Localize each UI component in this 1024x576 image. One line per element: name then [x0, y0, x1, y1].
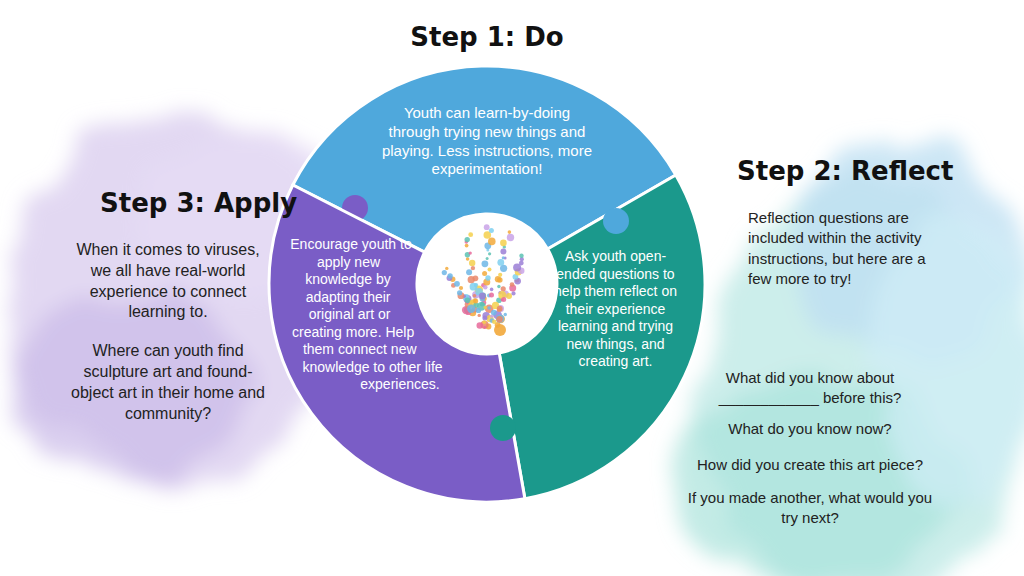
paint-dot	[490, 315, 493, 318]
paint-dot	[482, 316, 487, 321]
paint-dot	[473, 275, 479, 281]
paint-dot	[454, 281, 460, 287]
paint-dot	[496, 316, 503, 323]
paint-dot	[500, 240, 507, 247]
step-heading: Step 3: Apply	[100, 188, 300, 219]
paint-dot	[498, 273, 502, 277]
paint-dot	[470, 283, 478, 291]
paint-dot	[497, 306, 503, 312]
paint-dot	[497, 285, 500, 288]
paint-dot	[465, 298, 471, 304]
paint-dot	[519, 261, 524, 266]
hub-circle	[421, 218, 553, 350]
paint-dot	[495, 276, 501, 282]
paint-dot	[490, 288, 494, 292]
paint-dot	[484, 224, 490, 230]
paint-dot	[497, 315, 505, 323]
paint-dot	[469, 260, 475, 266]
paint-dot	[466, 269, 472, 275]
paint-dot	[489, 293, 494, 298]
reflection-question: If you made another, what would you try …	[680, 488, 940, 527]
paint-dot	[488, 238, 496, 246]
paint-dot	[459, 286, 463, 290]
paint-dot	[483, 326, 486, 329]
paint-dot	[480, 292, 486, 298]
paint-dot	[476, 308, 481, 313]
paint-dot	[519, 254, 523, 258]
wrap-float	[360, 236, 510, 376]
paint-dot	[501, 286, 506, 291]
paint-dot	[473, 294, 477, 298]
watercolor-panel: Step 2: ReflectReflection questions are …	[670, 90, 1024, 576]
paint-dot	[507, 234, 514, 241]
paint-dot	[457, 290, 462, 295]
splash-text: Where can youth find sculpture art and f…	[68, 341, 268, 424]
segment-text: Youth can learn-by-doing through trying …	[377, 104, 597, 179]
paint-dot	[478, 314, 481, 317]
splash-text: Reflection questions are included within…	[748, 208, 953, 289]
paint-dot	[511, 291, 515, 295]
paint-dot	[465, 237, 470, 242]
paint-dot	[479, 293, 486, 300]
paint-dot	[500, 249, 506, 255]
paint-dot	[487, 306, 490, 309]
paint-dot	[488, 268, 492, 272]
paint-dot	[473, 299, 478, 304]
puzzle-tab	[603, 208, 629, 234]
step-heading: Step 1: Do	[367, 22, 607, 53]
paint-dot	[508, 230, 512, 234]
reflection-question: What did you know about ____________ bef…	[680, 368, 940, 407]
segment-text: Encourage youth to apply new knowledge b…	[290, 236, 510, 394]
paint-dot	[496, 315, 504, 323]
paint-dot	[482, 320, 486, 324]
paint-dot	[466, 257, 470, 261]
paint-dot	[506, 293, 512, 299]
paint-dot	[501, 297, 506, 302]
paint-dot	[485, 275, 490, 280]
segment-text: Ask youth open-ended questions to help t…	[553, 248, 678, 371]
splash-blobs	[670, 140, 1024, 576]
paint-dot	[442, 270, 447, 275]
paint-dot	[504, 313, 507, 316]
paint-dot	[486, 257, 489, 260]
step-heading: Step 2: Reflect	[737, 156, 1007, 187]
paint-dot	[468, 232, 473, 237]
paint-dot	[447, 273, 452, 278]
paint-dot	[483, 285, 487, 289]
paint-dot	[445, 267, 448, 270]
paint-dot	[484, 306, 487, 309]
paint-dot	[488, 252, 491, 255]
watercolor-panel: Step 3: ApplyWhen it comes to viruses, w…	[20, 160, 290, 460]
splash-text: When it comes to viruses, we all have re…	[68, 240, 268, 323]
paint-dot	[492, 320, 496, 324]
paint-dot	[469, 251, 472, 254]
paint-dot	[494, 324, 506, 336]
paint-dot	[471, 266, 475, 270]
paint-dot	[467, 305, 475, 313]
reflection-question: What do you know now?	[680, 419, 940, 439]
paint-dot	[502, 256, 505, 259]
paint-dot	[510, 282, 515, 287]
paint-dot	[489, 228, 494, 233]
paint-dot	[477, 322, 484, 329]
paint-dot	[497, 259, 504, 266]
puzzle-tab	[490, 415, 516, 441]
paint-dot	[465, 244, 469, 248]
paint-dot	[482, 271, 487, 276]
reflection-question: How did you create this art piece?	[680, 455, 940, 475]
segment-fill	[499, 175, 705, 499]
paint-dot	[482, 260, 489, 267]
